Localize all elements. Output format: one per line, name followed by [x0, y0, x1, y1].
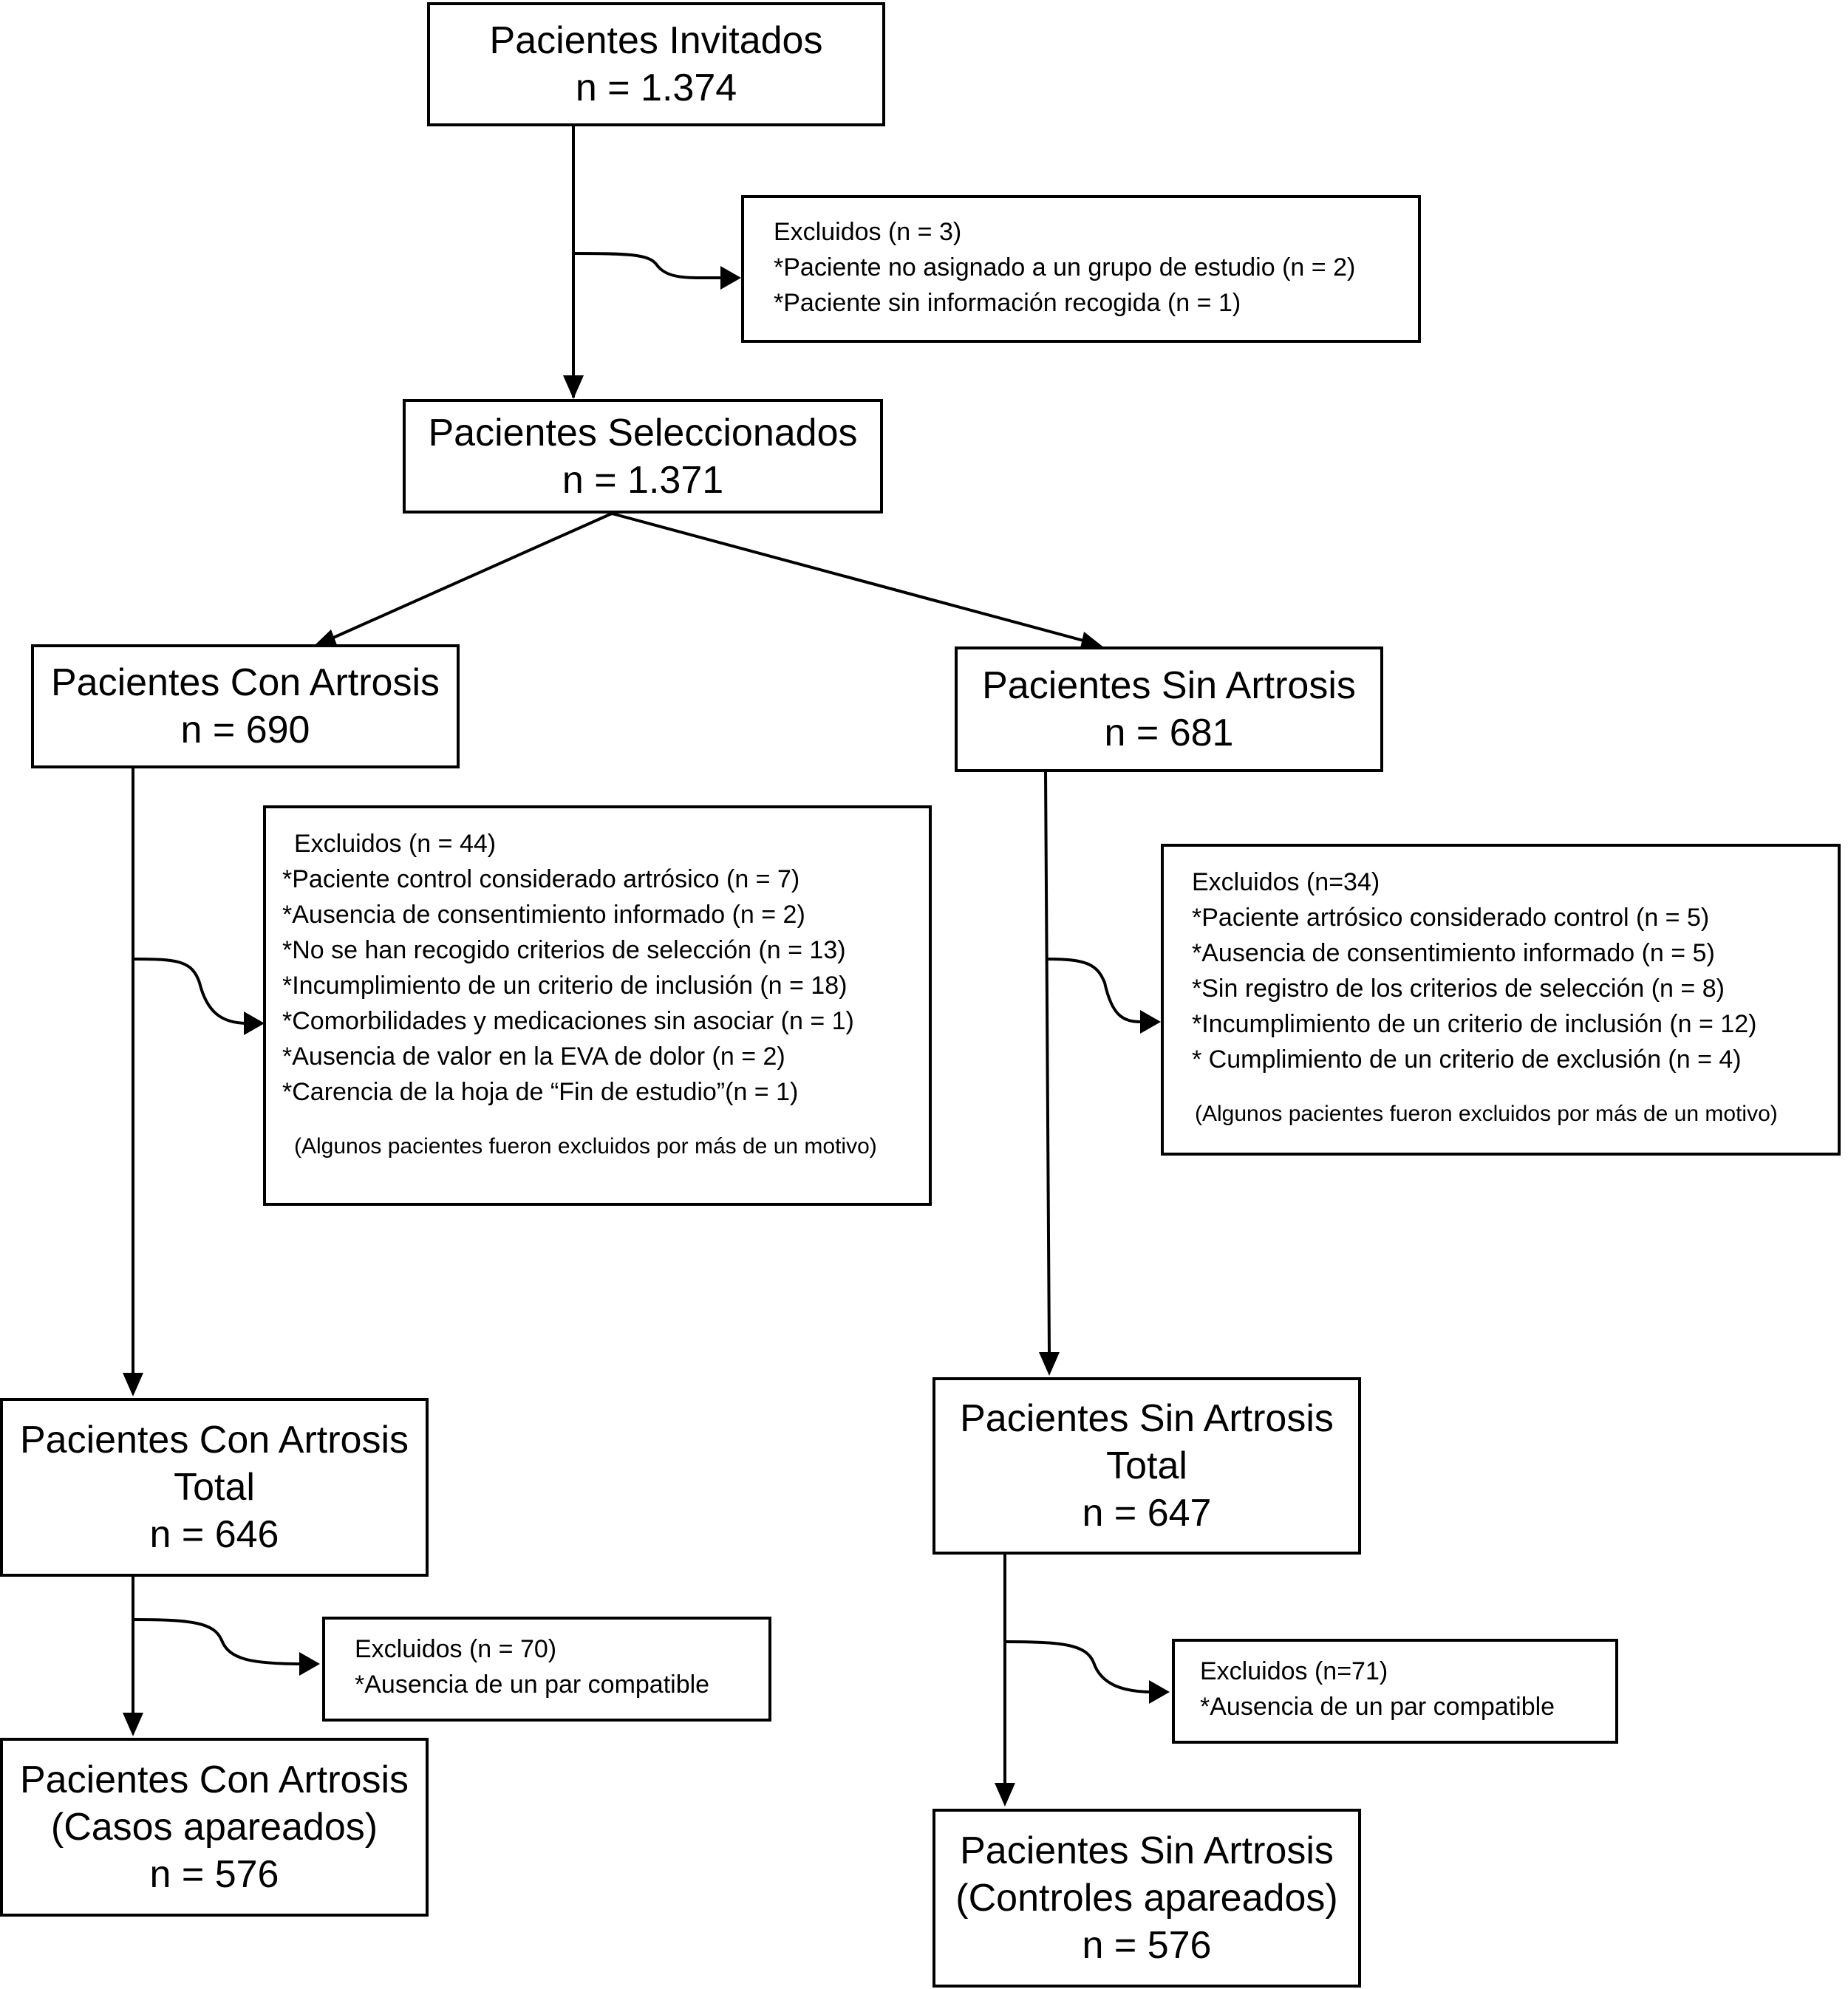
- selected-count: n = 1.371: [562, 458, 724, 502]
- excl-initial-box: Excluidos (n = 3) *Paciente no asignado …: [741, 195, 1421, 343]
- excl-con-heading: Excluidos (n = 44): [294, 830, 497, 858]
- excl-sin-heading: Excluidos (n=34): [1192, 868, 1380, 896]
- sin-title: Pacientes Sin Artrosis: [982, 664, 1356, 707]
- arrowhead-con-total: [123, 1373, 143, 1396]
- con-matched-count: n = 576: [149, 1853, 279, 1896]
- invited-count: n = 1.374: [575, 66, 737, 109]
- excl-sin-pair-item: *Ausencia de un par compatible: [1200, 1693, 1555, 1721]
- excl-con-note: (Algunos pacientes fueron excluidos por …: [294, 1134, 877, 1159]
- arrow-to-excl-sin: [1047, 958, 1142, 1023]
- arrow-to-excl-con: [132, 958, 248, 1025]
- excl-con-item: *Comorbilidades y medicaciones sin asoci…: [282, 1007, 854, 1035]
- sin-total-sub: Total: [1106, 1444, 1187, 1487]
- excl-con-item: *No se han recogido criterios de selecci…: [282, 936, 846, 964]
- con-box: Pacientes Con Artrosis n = 690: [31, 644, 460, 768]
- con-matched-sub: (Casos apareados): [50, 1806, 378, 1849]
- arrow-sin-to-total: [1044, 771, 1051, 1353]
- excl-sin-item: *Sin registro de los criterios de selecc…: [1192, 975, 1725, 1003]
- excl-con-pair-heading: Excluidos (n = 70): [355, 1635, 557, 1663]
- excl-sin-item: *Paciente artrósico considerado control …: [1192, 904, 1710, 932]
- excl-sin-item: * Cumplimiento de un criterio de exclusi…: [1192, 1045, 1742, 1074]
- arrow-to-excl-con-pair: [132, 1618, 304, 1665]
- excl-sin-item: *Ausencia de consentimiento informado (n…: [1192, 939, 1715, 967]
- con-matched-title: Pacientes Con Artrosis: [19, 1758, 409, 1801]
- arrow-to-excl-initial: [573, 252, 725, 280]
- excl-sin-pair-box: Excluidos (n=71) *Ausencia de un par com…: [1172, 1639, 1618, 1744]
- con-count: n = 690: [180, 709, 310, 751]
- sin-total-title: Pacientes Sin Artrosis: [960, 1397, 1334, 1440]
- sin-total-count: n = 647: [1082, 1492, 1212, 1535]
- excl-con-box: Excluidos (n = 44) *Paciente control con…: [263, 805, 932, 1206]
- arrow-selected-to-sin: [611, 512, 1087, 643]
- arrow-to-excl-sin-pair: [1004, 1640, 1153, 1693]
- excl-initial-item: *Paciente sin información recogida (n = …: [774, 289, 1241, 317]
- excl-initial-item: *Paciente no asignado a un grupo de estu…: [774, 253, 1356, 282]
- excl-con-item: *Incumplimiento de un criterio de inclus…: [282, 972, 848, 1000]
- con-total-box: Pacientes Con Artrosis Total n = 646: [0, 1398, 429, 1577]
- sin-count: n = 681: [1104, 712, 1234, 754]
- arrowhead-selected: [563, 375, 584, 399]
- sin-matched-sub: (Controles apareados): [955, 1877, 1338, 1920]
- sin-total-box: Pacientes Sin Artrosis Total n = 647: [932, 1377, 1361, 1555]
- excl-con-item: *Ausencia de valor en la EVA de dolor (n…: [282, 1043, 785, 1071]
- arrowhead-sin-matched: [995, 1783, 1015, 1807]
- invited-title: Pacientes Invitados: [489, 19, 823, 62]
- arrowhead-excl-sin: [1140, 1010, 1161, 1034]
- excl-sin-pair-heading: Excluidos (n=71): [1200, 1657, 1388, 1685]
- arrowhead-con-matched: [123, 1713, 143, 1736]
- arrowhead-excl-con-pair: [299, 1652, 320, 1676]
- con-total-title: Pacientes Con Artrosis: [19, 1419, 409, 1461]
- excl-con-item: *Carencia de la hoja de “Fin de estudio”…: [282, 1078, 799, 1106]
- sin-matched-box: Pacientes Sin Artrosis (Controles aparea…: [932, 1809, 1361, 1988]
- con-total-count: n = 646: [149, 1513, 279, 1556]
- excl-con-item: *Ausencia de consentimiento informado (n…: [282, 901, 805, 929]
- sin-matched-title: Pacientes Sin Artrosis: [960, 1829, 1334, 1872]
- sin-matched-count: n = 576: [1082, 1924, 1212, 1967]
- sin-box: Pacientes Sin Artrosis n = 681: [955, 646, 1383, 772]
- arrowhead-excl-con: [244, 1011, 265, 1035]
- con-total-sub: Total: [174, 1466, 255, 1509]
- invited-box: Pacientes Invitados n = 1.374: [427, 2, 885, 126]
- excl-con-item: *Paciente control considerado artrósico …: [282, 865, 800, 893]
- con-title: Pacientes Con Artrosis: [50, 661, 440, 704]
- excl-sin-box: Excluidos (n=34) *Paciente artrósico con…: [1161, 844, 1841, 1156]
- con-matched-box: Pacientes Con Artrosis (Casos apareados)…: [0, 1738, 429, 1917]
- excl-sin-item: *Incumplimiento de un criterio de inclus…: [1192, 1010, 1757, 1038]
- excl-initial-heading: Excluidos (n = 3): [774, 218, 962, 246]
- arrow-selected-to-con: [324, 512, 613, 643]
- selected-title: Pacientes Seleccionados: [428, 411, 858, 454]
- excl-con-pair-item: *Ausencia de un par compatible: [355, 1671, 710, 1699]
- arrowhead-excl-sin-pair: [1149, 1680, 1170, 1704]
- excl-con-pair-box: Excluidos (n = 70) *Ausencia de un par c…: [322, 1617, 771, 1722]
- arrowhead-excl-initial: [720, 266, 741, 290]
- excl-sin-note: (Algunos pacientes fueron excluidos por …: [1195, 1102, 1778, 1126]
- arrowhead-sin-total: [1039, 1352, 1060, 1376]
- arrowhead-con: [312, 630, 338, 649]
- selected-box: Pacientes Seleccionados n = 1.371: [403, 399, 883, 514]
